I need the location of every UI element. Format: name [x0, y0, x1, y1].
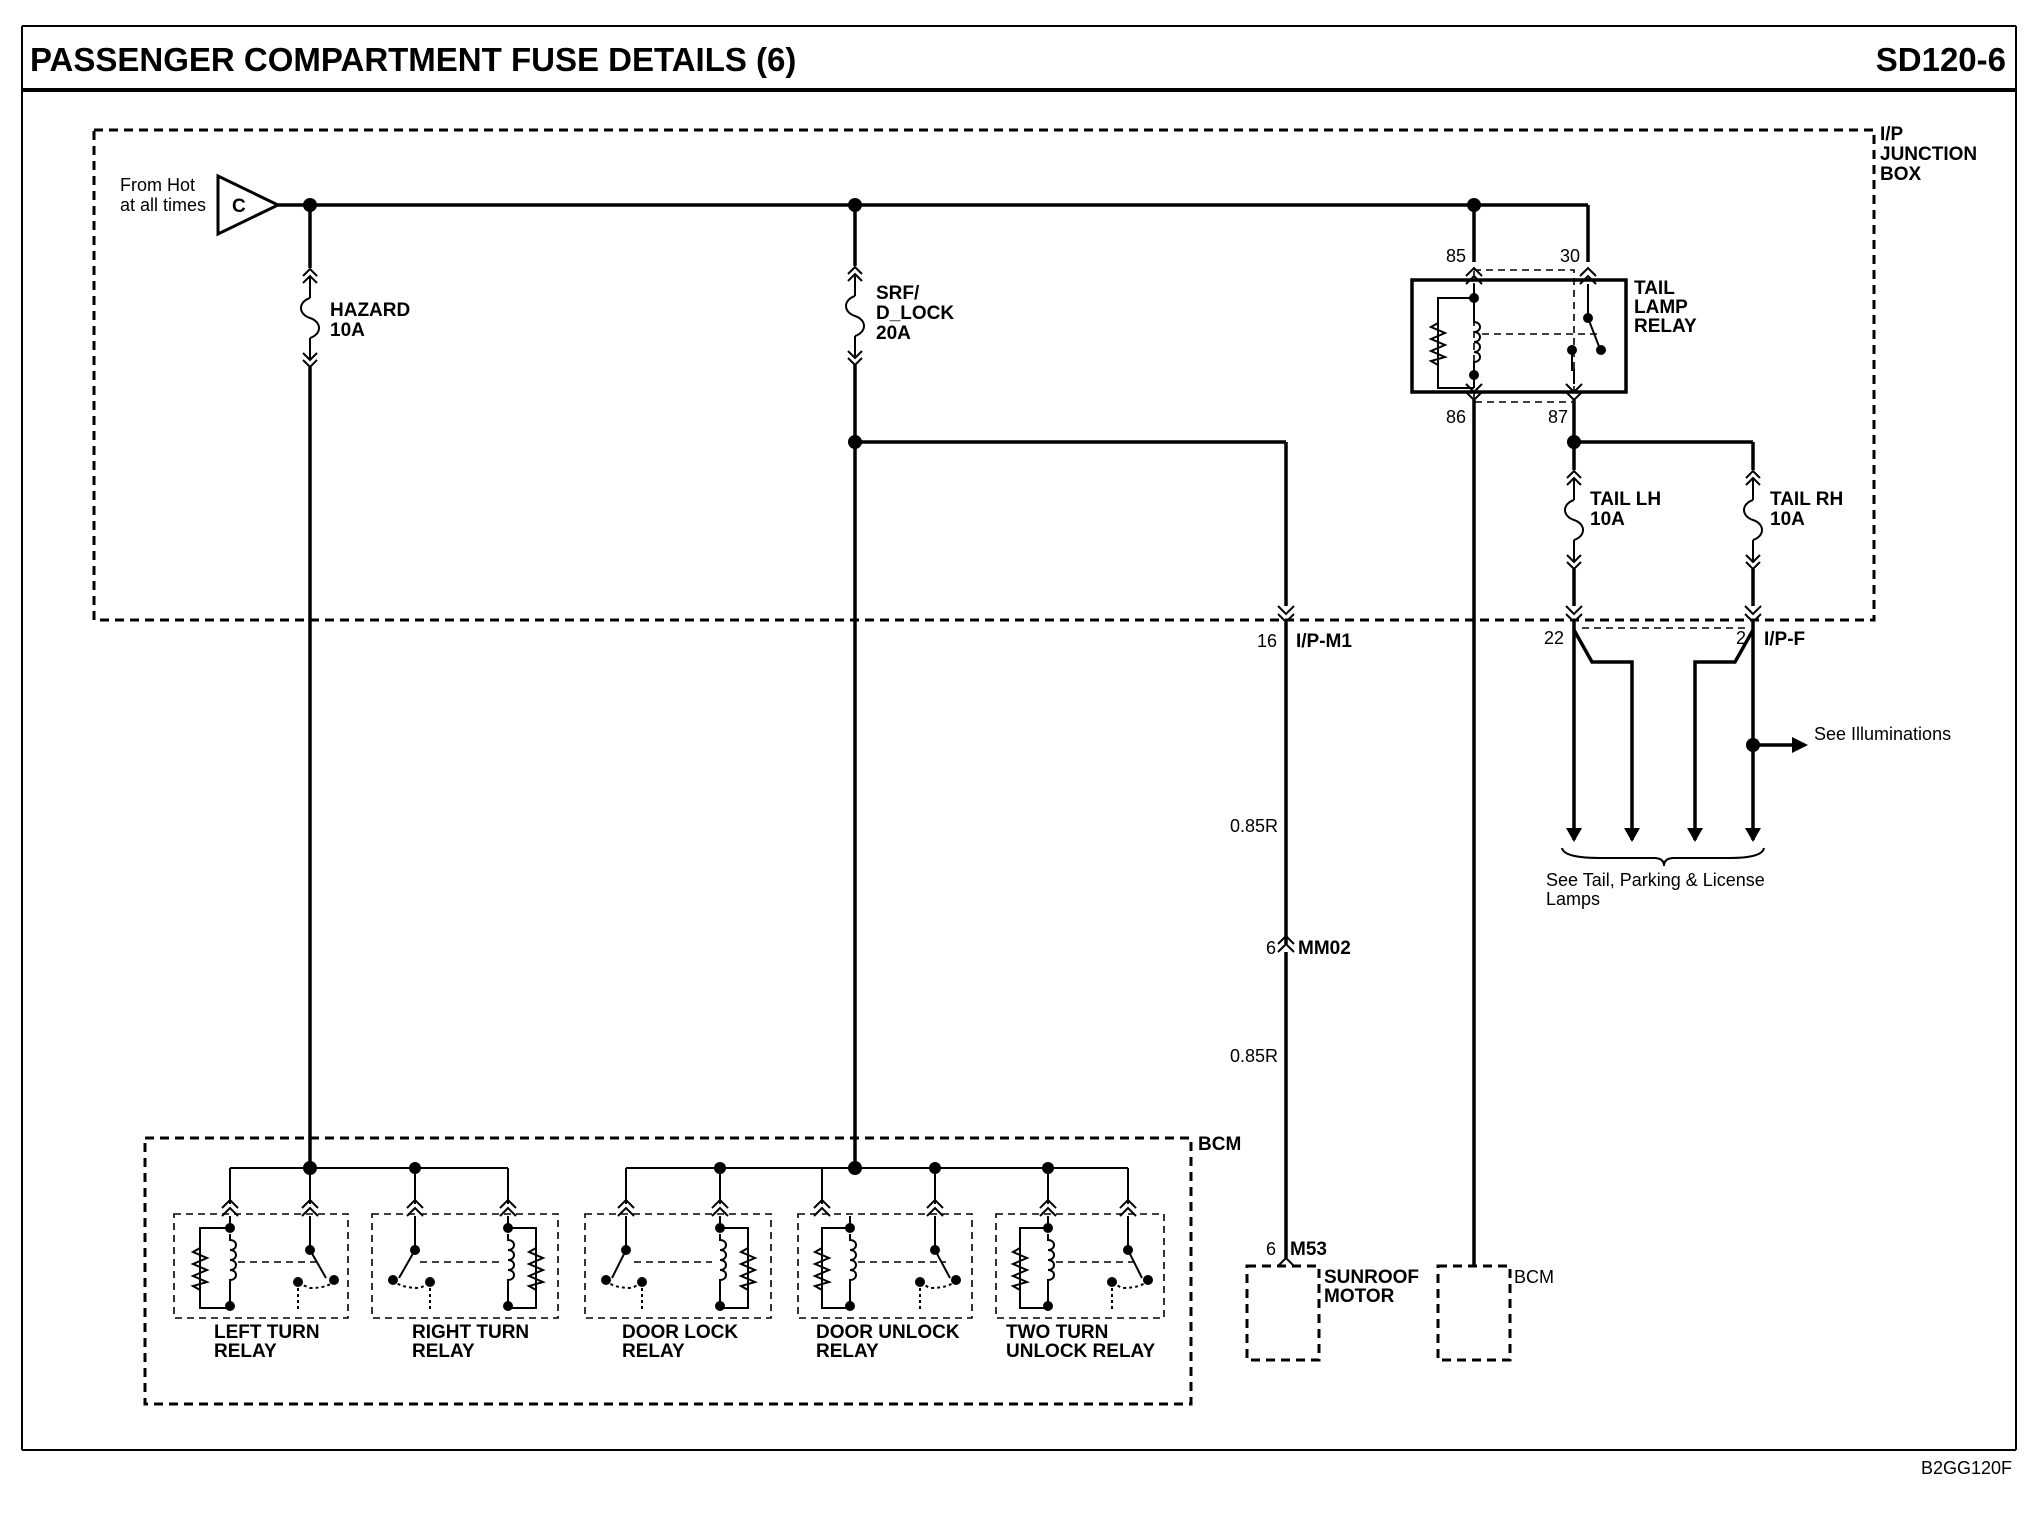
door-lock-relay-label-2: RELAY — [622, 1341, 685, 1362]
figure-ref-code: B2GG120F — [1921, 1458, 2012, 1478]
ipm1-connector-label: I/P-M1 — [1296, 631, 1352, 652]
source-label-1: From Hot — [120, 175, 195, 195]
right-turn-relay-label-1: RIGHT TURN — [412, 1322, 529, 1343]
junction-box-label-2: JUNCTION — [1880, 144, 1977, 165]
ip-junction-box: I/P JUNCTION BOX — [92, 124, 1977, 622]
hazard-fuse-branch: HAZARD 10A — [300, 205, 410, 1168]
header: PASSENGER COMPARTMENT FUSE DETAILS (6) S… — [21, 25, 2017, 1451]
hazard-fuse-rating: 10A — [330, 320, 365, 341]
tail-lh-fuse-name: TAIL LH — [1590, 489, 1661, 510]
tail-lh-fuse-icon — [1564, 470, 1584, 570]
srf-dlock-fuse-name-1: SRF/ — [876, 283, 920, 304]
lamps-group-brace — [1561, 847, 1765, 867]
page-code: SD120-6 — [1876, 41, 2006, 78]
door-unlock-relay: DOOR UNLOCK RELAY — [797, 1198, 973, 1362]
see-tail-lamps-ref-1: See Tail, Parking & License — [1546, 870, 1765, 890]
mm02-connector-label: MM02 — [1298, 938, 1351, 959]
door-unlock-relay-label-1: DOOR UNLOCK — [816, 1322, 960, 1343]
see-tail-lamps-ref-2: Lamps — [1546, 889, 1600, 909]
left-turn-relay-label-1: LEFT TURN — [214, 1322, 320, 1343]
right-turn-relay: RIGHT TURN RELAY — [371, 1198, 559, 1362]
wire-size-2: 0.85R — [1230, 1046, 1278, 1066]
tail-lh-fuse-rating: 10A — [1590, 509, 1625, 530]
power-source: From Hot at all times C — [120, 173, 282, 237]
tail-rh-fuse-name: TAIL RH — [1770, 489, 1843, 510]
srf-dlock-fuse-icon — [845, 266, 865, 366]
m53-connector-icon — [1277, 1256, 1295, 1267]
page-title: PASSENGER COMPARTMENT FUSE DETAILS (6) — [30, 41, 796, 78]
mm02-connector-icon — [1277, 934, 1295, 953]
source-connector-letter: C — [232, 196, 246, 217]
srf-dlock-fuse-branch: SRF/ D_LOCK 20A — [845, 205, 1288, 1168]
relay-pin-86: 86 — [1446, 407, 1466, 427]
relay-pin-85: 85 — [1446, 246, 1466, 266]
m53-pin: 6 — [1266, 1239, 1276, 1259]
relay-pin-87: 87 — [1548, 407, 1568, 427]
m53-connector-label: M53 — [1290, 1239, 1327, 1260]
srf-dlock-fuse-rating: 20A — [876, 323, 911, 344]
ipm1-pin: 16 — [1257, 631, 1277, 651]
bcm-label: BCM — [1198, 1134, 1241, 1155]
door-unlock-relay-label-2: RELAY — [816, 1341, 879, 1362]
source-label-2: at all times — [120, 195, 206, 215]
wire-size-1: 0.85R — [1230, 816, 1278, 836]
ipf-pin-2: 2 — [1736, 628, 1746, 648]
right-turn-relay-label-2: RELAY — [412, 1341, 475, 1362]
tail-lamp-relay-label-3: RELAY — [1634, 316, 1697, 337]
mm02-pin: 6 — [1266, 938, 1276, 958]
ipf-pin-22: 22 — [1544, 628, 1564, 648]
relay-pin-30: 30 — [1560, 246, 1580, 266]
source-connector-triangle-icon — [216, 173, 282, 237]
tail-rh-fuse-icon — [1743, 470, 1763, 570]
two-turn-unlock-relay: TWO TURN UNLOCK RELAY — [995, 1198, 1165, 1362]
tail-lamp-relay-label-1: TAIL — [1634, 278, 1675, 299]
sunroof-motor-label-1: SUNROOF — [1324, 1267, 1419, 1288]
two-turn-unlock-relay-label-1: TWO TURN — [1006, 1322, 1108, 1343]
junction-box-label-1: I/P — [1880, 124, 1904, 145]
left-turn-relay-label-2: RELAY — [214, 1341, 277, 1362]
bcm-right-label: BCM — [1514, 1267, 1554, 1287]
see-illuminations-ref: See Illuminations — [1814, 724, 1951, 744]
two-turn-unlock-relay-label-2: UNLOCK RELAY — [1006, 1341, 1156, 1362]
tail-fuse-branch: TAIL LH 10A TAIL RH 10A 22 2 I/P-F See I… — [1544, 400, 1951, 909]
hazard-fuse-name: HAZARD — [330, 300, 410, 321]
tail-lamp-relay: 85 30 86 87 TAIL LAMP RELAY — [1410, 205, 1697, 427]
bcm-module-right — [1436, 1264, 1512, 1362]
left-turn-relay: LEFT TURN RELAY — [173, 1198, 349, 1362]
sunroof-motor — [1245, 1264, 1321, 1362]
tail-rh-fuse-rating: 10A — [1770, 509, 1805, 530]
main-bus — [278, 198, 1590, 262]
relay-to-bcm-wire: BCM — [1436, 400, 1554, 1362]
door-lock-relay-label-1: DOOR LOCK — [622, 1322, 738, 1343]
srf-dlock-fuse-name-2: D_LOCK — [876, 303, 954, 324]
door-lock-relay: DOOR LOCK RELAY — [584, 1198, 772, 1362]
tail-lamp-relay-label-2: LAMP — [1634, 297, 1688, 318]
ipf-connector-label: I/P-F — [1764, 629, 1805, 650]
sunroof-motor-label-2: MOTOR — [1324, 1286, 1395, 1307]
hazard-fuse-icon — [300, 268, 320, 368]
junction-box-label-3: BOX — [1880, 164, 1922, 185]
bcm-module: BCM — [143, 1134, 1241, 1406]
sunroof-feed: 16 I/P-M1 0.85R 6 MM02 0.85R 6 M53 SUNRO… — [1230, 605, 1419, 1362]
